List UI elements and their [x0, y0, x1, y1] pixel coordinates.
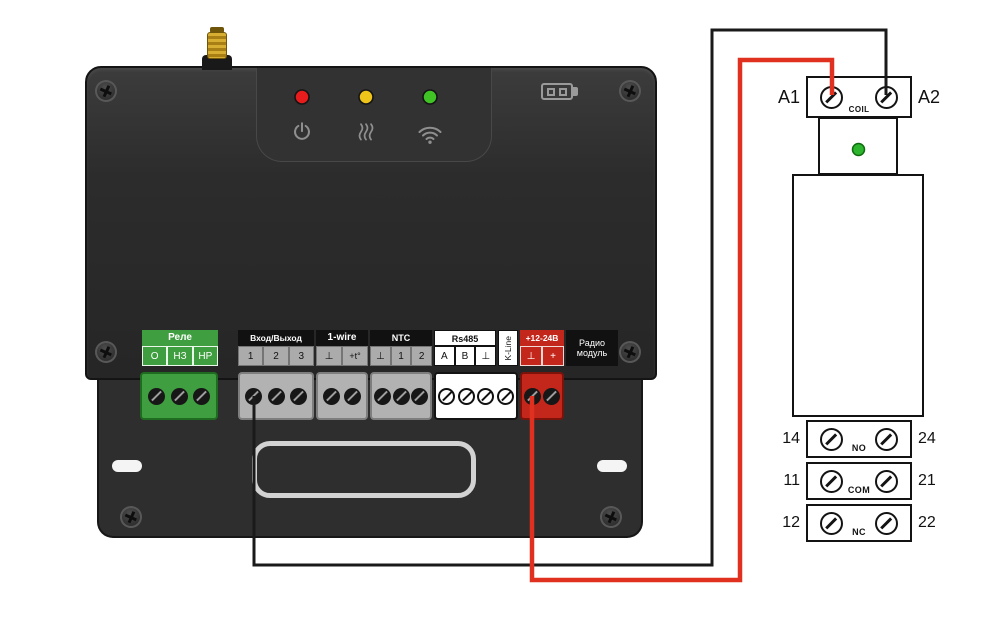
onewire-cell: ⊥ [316, 346, 342, 366]
battery-cell [547, 87, 555, 96]
relay-body [792, 174, 924, 417]
radio-label-line2: модуль [576, 348, 608, 358]
io-terminal-block [238, 372, 314, 420]
relay-pin-number: 22 [918, 514, 936, 531]
io-cell: 1 [238, 346, 264, 366]
power-terminal-block [520, 372, 564, 420]
wifi-led [422, 89, 438, 105]
relay-row-com: COM [806, 462, 912, 500]
controller-led-panel [256, 68, 492, 162]
terminal-screw [289, 387, 307, 405]
io-cell: 3 [288, 346, 314, 366]
plate-outline [252, 441, 476, 498]
relay-cell: О [142, 346, 168, 366]
antenna-cap [210, 27, 224, 33]
terminal-screw [170, 387, 188, 405]
ntc-terminal-block [370, 372, 432, 420]
wifi-led-dot [422, 89, 438, 105]
power-led-dot [294, 89, 310, 105]
power-icon [294, 122, 310, 140]
power-section-title: +12-24В [520, 330, 564, 346]
relay-row-label: COM [847, 485, 871, 495]
terminal-screw [543, 387, 560, 405]
io-section-title: Вход/Выход [238, 330, 314, 346]
strip-section-radio: Радио модуль [566, 330, 618, 366]
relay-pin-number: 14 [782, 430, 800, 447]
strip-section-kline: K-Line [498, 330, 518, 366]
rs485-terminal-block [434, 372, 518, 420]
relay-cell: НР [192, 346, 218, 366]
relay-terminal-block [140, 372, 218, 420]
strip-section-power: +12-24В ⊥ + [520, 330, 564, 366]
power-cell: + [542, 346, 564, 366]
terminal-screw [524, 387, 541, 405]
coil-label: COIL [848, 105, 870, 114]
rs485-cell: A [434, 346, 455, 366]
pin-a2: A2 [918, 87, 941, 107]
onewire-cell: +t° [342, 346, 368, 366]
ntc-cell: 1 [390, 346, 412, 366]
onewire-section-title: 1-wire [316, 330, 368, 346]
heat-led [358, 89, 374, 105]
relay-row-no: NO [806, 420, 912, 458]
rs485-section-title: Rs485 [434, 330, 496, 346]
relay-section-title: Реле [142, 330, 218, 346]
strip-section-rs485: Rs485 A B ⊥ [434, 330, 497, 366]
terminal-screw [438, 387, 456, 405]
heat-led-dot [358, 89, 374, 105]
pin-a1: A1 [777, 87, 800, 107]
heating-icon [358, 123, 374, 141]
mount-slot [112, 460, 142, 472]
onewire-terminal-block [316, 372, 368, 420]
terminal-screw [457, 387, 475, 405]
kline-label: K-Line [503, 335, 513, 361]
terminal-screw [147, 387, 165, 405]
rs485-cell: B [454, 346, 476, 366]
relay-led-dot [851, 142, 866, 157]
radio-label-line1: Радио [579, 337, 605, 348]
battery-icon-nub [573, 87, 578, 96]
power-led [294, 89, 310, 105]
terminal-screw [477, 387, 495, 405]
strip-section-ntc: NTC ⊥ 1 2 [370, 330, 433, 366]
power-cell: ⊥ [520, 346, 542, 366]
terminal-screw [496, 387, 514, 405]
ntc-cell: 2 [411, 346, 433, 366]
terminal-screw [344, 387, 362, 405]
antenna-icon [207, 32, 227, 59]
relay-pin-number: 21 [918, 472, 936, 489]
relay-led [851, 142, 866, 157]
strip-section-relay: Реле О НЗ НР [142, 330, 218, 366]
terminal-screw [267, 387, 285, 405]
mount-slot [597, 460, 627, 472]
terminal-screw [245, 387, 263, 405]
terminal-screw [392, 387, 410, 405]
terminal-screw [193, 387, 211, 405]
strip-section-io: Вход/Выход 1 2 3 [238, 330, 314, 366]
wifi-icon [418, 126, 442, 144]
battery-cell [559, 87, 567, 96]
strip-section-1wire: 1-wire ⊥ +t° [316, 330, 368, 366]
relay-pin-number: 24 [918, 430, 936, 447]
terminal-screw [373, 387, 391, 405]
ntc-cell: ⊥ [370, 346, 391, 366]
terminal-screw [322, 387, 340, 405]
battery-icon [541, 83, 573, 100]
relay-pin-number: 12 [782, 514, 800, 531]
io-cell: 2 [263, 346, 289, 366]
relay-row-label: NO [851, 443, 867, 453]
ntc-section-title: NTC [370, 330, 432, 346]
relay-cell: НЗ [167, 346, 193, 366]
relay-coil-block: COIL [806, 76, 912, 118]
relay-row-nc: NC [806, 504, 912, 542]
terminal-screw [411, 387, 429, 405]
relay-row-label: NC [852, 527, 866, 537]
relay-pin-number: 11 [783, 472, 800, 489]
rs485-cell: ⊥ [475, 346, 497, 366]
